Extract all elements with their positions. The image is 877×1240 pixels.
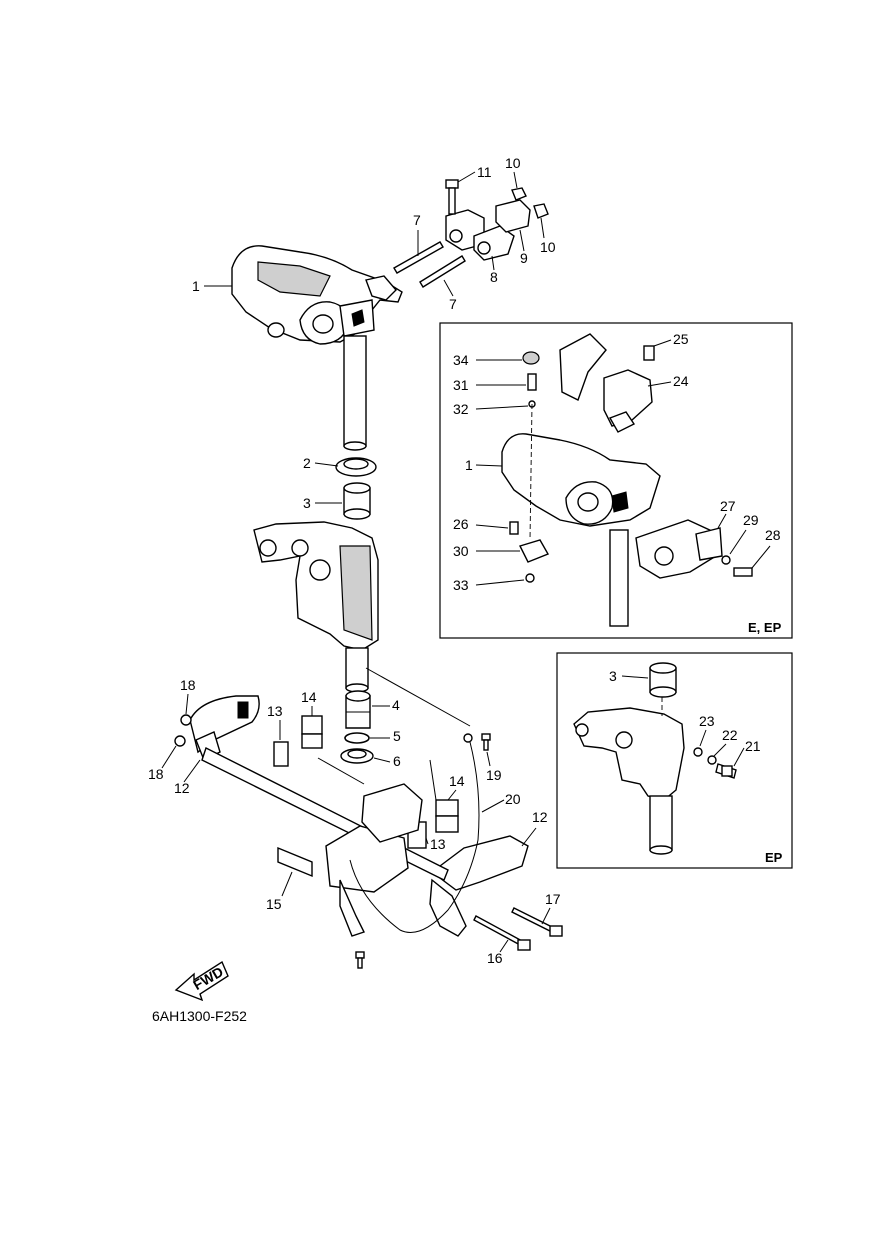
alignment-lines (317, 667, 471, 801)
callout-13-right: 13 (430, 836, 446, 852)
bolt-11 (445, 179, 459, 215)
inset1-callout-27: 27 (720, 498, 736, 514)
ground-lead-20 (349, 733, 480, 933)
plate-15 (277, 846, 313, 878)
callout-11: 11 (477, 164, 492, 180)
friction-bracket (445, 209, 515, 261)
callout-5: 5 (393, 728, 401, 744)
callout-19: 19 (486, 767, 502, 783)
inset1-callout-25: 25 (673, 331, 689, 347)
callout-2: 2 (303, 455, 311, 471)
bolt-16 (473, 915, 531, 951)
callout-10-right: 10 (540, 239, 556, 255)
diagram-code: 6AH1300-F252 (152, 1008, 247, 1024)
callout-13-left: 13 (267, 703, 283, 719)
callout-12-right: 12 (532, 809, 548, 825)
stud-bolt-upper (393, 241, 444, 274)
swivel-bracket (253, 521, 379, 651)
lower-mount-plate (325, 783, 423, 937)
screw-19 (481, 733, 491, 751)
nut-18-bottom (174, 735, 186, 747)
inset1-callout-31: 31 (453, 377, 469, 393)
callout-17: 17 (545, 891, 561, 907)
bushing-3 (343, 482, 371, 520)
inset2-callout-22: 22 (722, 727, 738, 743)
inset1-callout-1: 1 (465, 457, 473, 473)
callout-20: 20 (505, 791, 521, 807)
callout-15: 15 (266, 896, 282, 912)
callout-10-top: 10 (505, 155, 521, 171)
lower-shaft (345, 647, 369, 693)
inset-ep: EP 3 23 22 21 (556, 652, 793, 869)
damper-14-right (435, 799, 459, 833)
inset2-callout-3: 3 (609, 668, 617, 684)
friction-plate (495, 199, 531, 233)
steering-bracket (231, 245, 403, 345)
bolt-17 (511, 907, 563, 937)
inset1-callout-24: 24 (673, 373, 689, 389)
inset2-callout-21: 21 (745, 738, 761, 754)
fwd-arrow-icon: FWD (174, 960, 229, 1002)
inset1-callout-32: 32 (453, 401, 469, 417)
steering-shaft (343, 335, 367, 451)
callout-6: 6 (393, 753, 401, 769)
callout-3: 3 (303, 495, 311, 511)
clamp-bracket-left (189, 695, 260, 761)
inset2-callout-23: 23 (699, 713, 715, 729)
callout-7-lower: 7 (449, 296, 457, 312)
bottom-screw (355, 951, 365, 969)
callout-18-bottom: 18 (148, 766, 164, 782)
inset-ep-label: EP (765, 850, 783, 865)
inset1-callout-29: 29 (743, 512, 759, 528)
inset-e-ep: E, EP 34 31 32 1 26 30 33 25 24 27 29 28 (439, 322, 793, 639)
inset1-callout-30: 30 (453, 543, 469, 559)
clamp-bracket-right (429, 835, 529, 937)
nut-18-top (180, 714, 192, 726)
damper-13-left (273, 741, 289, 767)
o-ring-5 (344, 732, 370, 744)
inset1-callout-26: 26 (453, 516, 469, 532)
nut-10-right (533, 203, 549, 219)
callout-1: 1 (192, 278, 200, 294)
callout-16: 16 (487, 950, 503, 966)
callout-18-top: 18 (180, 677, 196, 693)
inset-e-ep-label: E, EP (748, 620, 782, 635)
inset1-callout-28: 28 (765, 527, 781, 543)
nut-10-top (511, 187, 527, 201)
callout-9: 9 (520, 250, 528, 266)
bushing-6 (340, 748, 374, 764)
callout-14-left: 14 (301, 689, 317, 705)
callout-14-right: 14 (449, 773, 465, 789)
callout-12-left: 12 (174, 780, 190, 796)
bushing-4 (345, 690, 371, 729)
callout-8: 8 (490, 269, 498, 285)
main-callouts: 1 2 3 4 5 6 7 7 8 9 10 10 11 12 12 13 13… (148, 155, 561, 966)
inset1-callout-33: 33 (453, 577, 469, 593)
callout-7-upper: 7 (413, 212, 421, 228)
stud-bolt-lower (419, 255, 466, 288)
bushing-2 (335, 457, 377, 477)
damper-14-left (301, 715, 323, 749)
callout-4: 4 (392, 697, 400, 713)
inset1-callout-34: 34 (453, 352, 469, 368)
